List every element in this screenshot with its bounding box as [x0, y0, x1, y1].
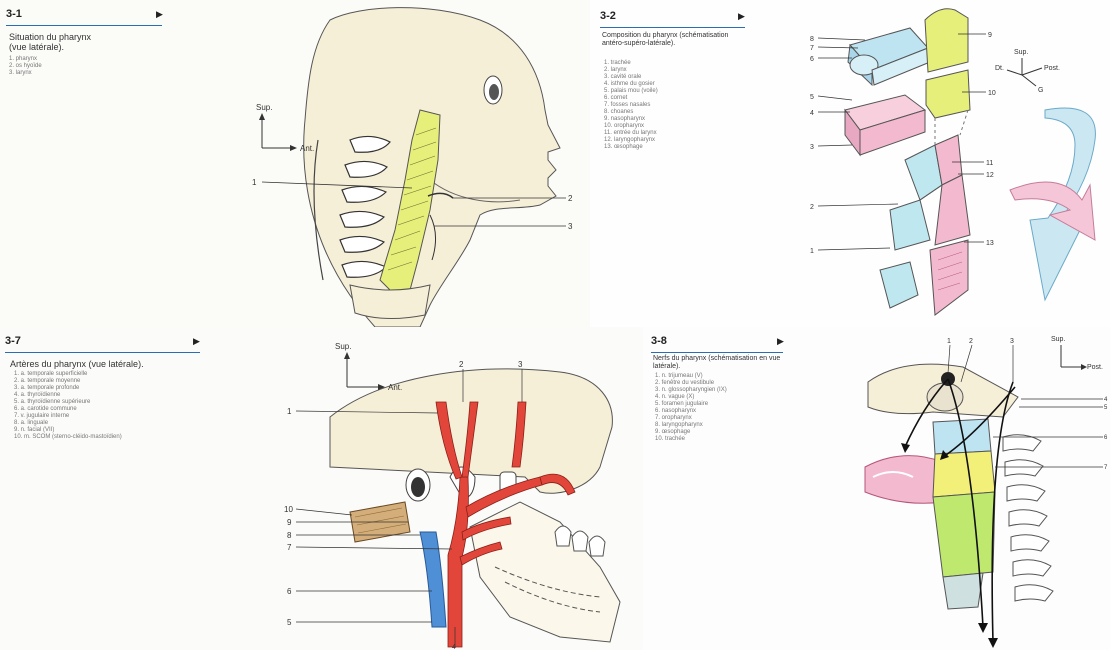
callout-2: 2 — [810, 204, 814, 211]
axis-label-down: G — [1038, 87, 1043, 94]
jugular-vein — [420, 532, 446, 627]
callout-5: 5 — [810, 94, 814, 101]
callout-5: 5 — [1104, 405, 1108, 411]
callout-8: 8 — [287, 531, 292, 540]
pharynx-situation-illustration: Sup. Ant. 1 2 3 — [0, 0, 590, 327]
panel-3-1: 3-1 ▶ Situation du pharynx (vue latérale… — [0, 0, 590, 327]
axis-label-up: Sup. — [1014, 49, 1028, 56]
axis-indicator: Sup. Post. — [1051, 336, 1103, 371]
axis-label-right: Post. — [1044, 65, 1060, 72]
callout-4: 4 — [452, 644, 456, 650]
callout-7: 7 — [1104, 465, 1108, 471]
axis-label-up: Sup. — [256, 103, 272, 112]
clavicle — [350, 285, 430, 319]
panel-3-8: 3-8 ▶ Nerfs du pharynx (schématisation e… — [643, 327, 1110, 650]
callout-2: 2 — [969, 338, 973, 345]
callout-1: 1 — [947, 338, 951, 345]
callout-4: 4 — [1104, 397, 1108, 403]
nasal-fossae-block — [848, 28, 930, 85]
callout-3: 3 — [518, 360, 523, 369]
axis-label-side: Post. — [1087, 364, 1103, 371]
panel-3-2: 3-2 ▶ Composition du pharynx (schématisa… — [590, 0, 1110, 327]
callout-5: 5 — [287, 618, 292, 627]
oropharynx-block — [926, 70, 970, 118]
axis-indicator: Sup. Ant. — [335, 342, 402, 392]
callout-7: 7 — [810, 45, 814, 52]
orientation-compass: Sup. Post. Dt. G — [995, 49, 1060, 94]
tongue-oral-cavity — [865, 456, 943, 504]
callout-8: 8 — [810, 36, 814, 43]
callout-9: 9 — [287, 518, 292, 527]
callout-7: 7 — [287, 543, 292, 552]
oral-cavity-block — [845, 95, 925, 155]
callout-6: 6 — [1104, 435, 1108, 441]
callout-2: 2 — [568, 194, 573, 203]
axis-label-up: Sup. — [1051, 336, 1065, 343]
axis-label-side: Ant. — [300, 144, 314, 153]
pupil — [489, 84, 499, 100]
callout-10: 10 — [988, 90, 996, 97]
callout-2: 2 — [459, 360, 464, 369]
callout-9: 9 — [988, 32, 992, 39]
axis-label-left: Dt. — [995, 65, 1004, 72]
nasopharynx-block — [925, 9, 968, 72]
callout-4: 4 — [810, 110, 814, 117]
axis-label-side: Ant. — [388, 383, 402, 392]
cervical-vertebrae — [1003, 435, 1053, 601]
flow-arrows — [1010, 108, 1095, 300]
laryngopharynx-segment — [933, 492, 995, 577]
callout-3: 3 — [568, 222, 573, 231]
esophagus-segment — [943, 573, 983, 609]
callout-6: 6 — [287, 587, 292, 596]
pharynx-nerves-schema: Sup. Post. 1 2 3 4 5 6 7 — [643, 327, 1110, 650]
callout-1: 1 — [287, 407, 292, 416]
callout-12: 12 — [986, 172, 994, 179]
pharynx-arteries-illustration: Sup. Ant. 1 2 3 4 5 6 7 8 9 10 — [0, 327, 643, 650]
petrous-region — [927, 383, 963, 411]
panel-3-7: 3-7 ▶ Artères du pharynx (vue latérale).… — [0, 327, 643, 650]
callout-6: 6 — [810, 56, 814, 63]
callout-1: 1 — [252, 178, 257, 187]
callout-3: 3 — [810, 144, 814, 151]
callout-11: 11 — [986, 160, 993, 167]
callout-3: 3 — [1010, 338, 1014, 345]
callout-13: 13 — [986, 240, 994, 247]
axis-label-up: Sup. — [335, 342, 351, 351]
pharynx-composition-schema: Sup. Post. Dt. G 1 2 3 4 5 6 7 8 9 — [590, 0, 1110, 327]
callout-10: 10 — [284, 505, 293, 514]
ear-canal-inner — [411, 477, 425, 497]
callout-1: 1 — [810, 248, 814, 255]
